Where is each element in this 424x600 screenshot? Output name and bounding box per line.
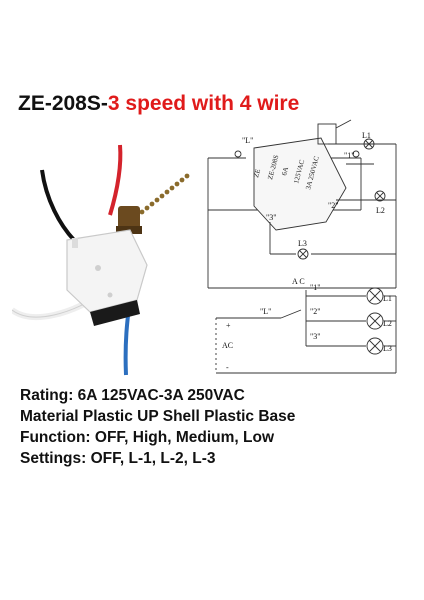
product-image <box>12 144 190 376</box>
product-title: ZE-208S-3 speed with 4 wire <box>18 92 299 116</box>
label-q2-bottom: "2" <box>310 307 321 316</box>
label-qL-bottom: "L" <box>260 307 271 316</box>
wiring-diagram: ZE ZE-208S 6A 125VAC 3A 250VAC L1 L2 L3 … <box>207 119 397 374</box>
spec-list: Rating: 6A 125VAC-3A 250VAC Material Pla… <box>20 385 295 469</box>
label-l2-bottom: L2 <box>383 319 392 328</box>
label-l1: L1 <box>362 131 371 140</box>
label-l3-bottom: L3 <box>383 344 392 353</box>
model-number: ZE-208S- <box>18 92 108 115</box>
label-l1-bottom: L1 <box>383 294 392 303</box>
label-minus: - <box>226 363 229 372</box>
label-q2-top: "2" <box>328 201 339 210</box>
switch-print-3: 6A <box>280 166 290 176</box>
spec-function: Function: OFF, High, Medium, Low <box>20 429 274 446</box>
label-l2: L2 <box>376 206 385 215</box>
label-l3: L3 <box>298 239 307 248</box>
label-ac-top: A C <box>292 277 305 286</box>
label-plus: + <box>226 321 231 330</box>
label-q3-bottom: "3" <box>310 332 321 341</box>
spec-rating: Rating: 6A 125VAC-3A 250VAC <box>20 387 245 404</box>
switch-print-1: ZE <box>252 168 262 178</box>
label-qL-top: "L" <box>242 136 253 145</box>
label-q1-top: "1" <box>344 151 355 160</box>
label-ac: AC <box>222 341 233 350</box>
label-q1-bottom: "1" <box>310 283 321 292</box>
spec-settings: Settings: OFF, L-1, L-2, L-3 <box>20 450 216 467</box>
speed-spec: 3 speed with 4 wire <box>107 92 300 115</box>
label-q3-top: "3" <box>266 213 277 222</box>
spec-material: Material Plastic UP Shell Plastic Base <box>20 408 296 425</box>
